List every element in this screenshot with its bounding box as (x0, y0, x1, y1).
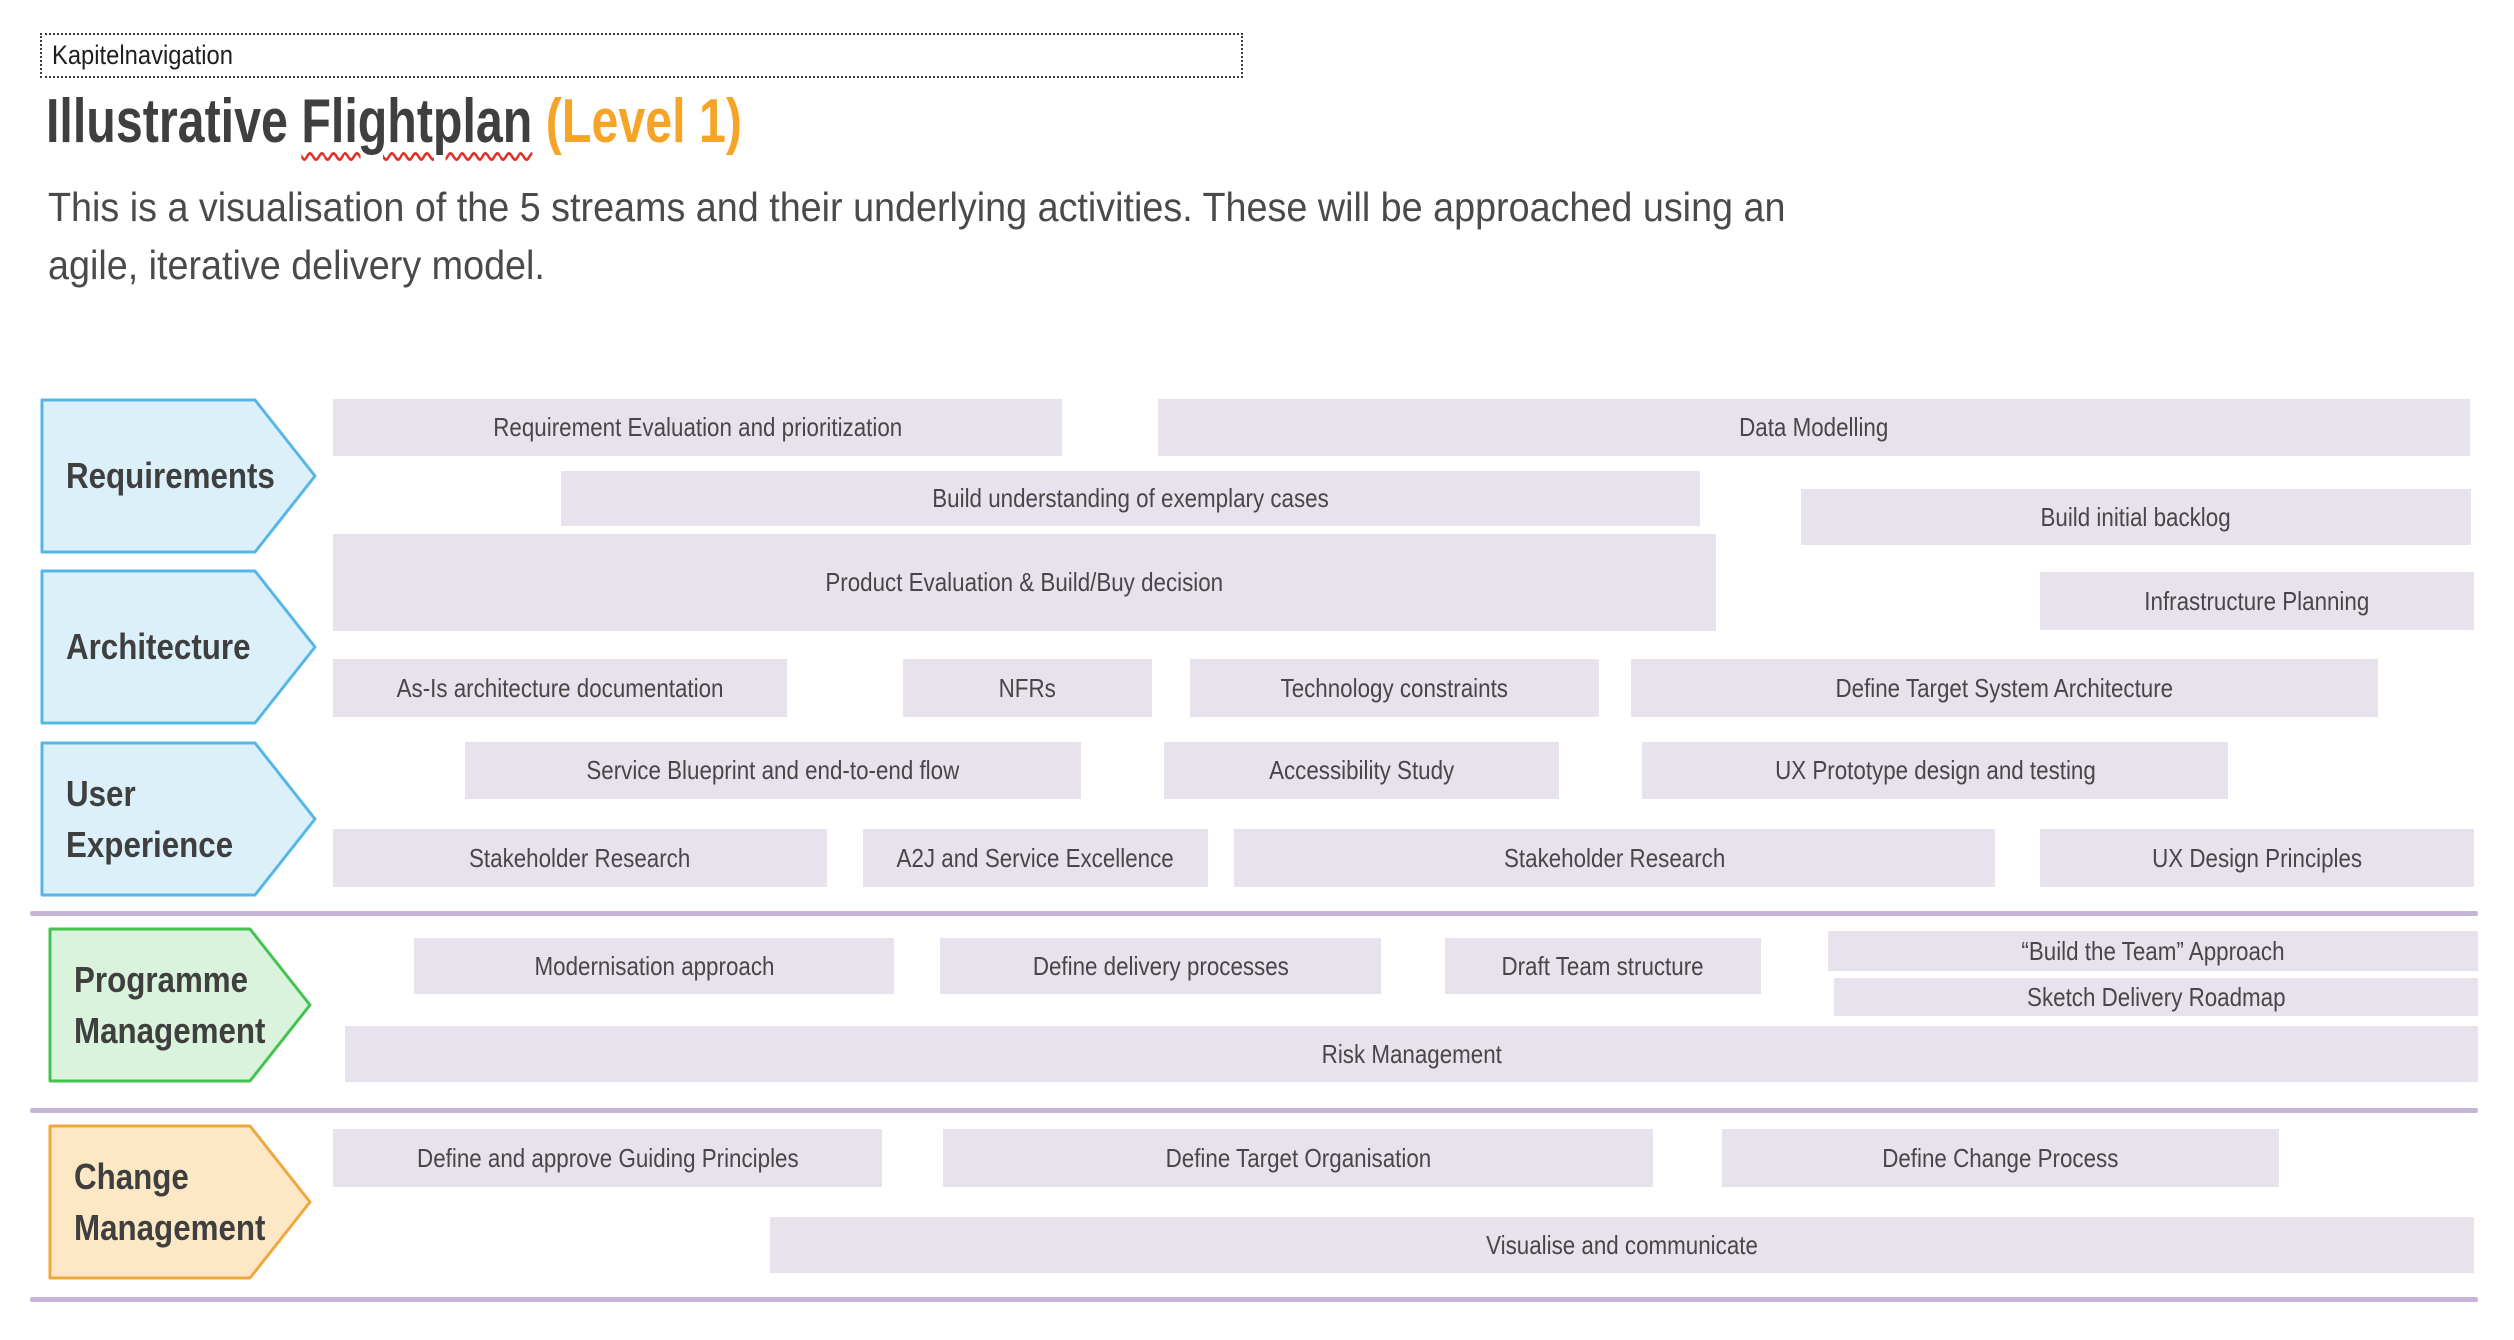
activity-label: Infrastructure Planning (2144, 585, 2370, 616)
activity-label: “Build the Team” Approach (2021, 935, 2285, 966)
activity-bar-user-experience[interactable]: Stakeholder Research (333, 829, 827, 887)
activity-label: Service Blueprint and end-to-end flow (586, 755, 960, 785)
activity-bar-change-management[interactable]: Define Change Process (1722, 1129, 2279, 1187)
activity-bar-programme-management[interactable]: Define delivery processes (940, 938, 1381, 994)
activity-bar-requirements[interactable]: Build understanding of exemplary cases (561, 471, 1700, 526)
activity-bar-user-experience[interactable]: Accessibility Study (1164, 742, 1559, 799)
stream-label-line: Change (74, 1155, 189, 1197)
activity-label: Draft Team structure (1501, 950, 1705, 981)
title-prefix: Illustrative (46, 87, 288, 156)
chevron-arrow-shape (40, 569, 317, 725)
stream-label-line: User (66, 772, 136, 814)
activity-bar-change-management[interactable]: Define and approve Guiding Principles (333, 1129, 882, 1187)
activity-label: Sketch Delivery Roadmap (2026, 981, 2286, 1012)
activity-bar-change-management[interactable]: Visualise and communicate (770, 1217, 2474, 1273)
activity-label: Risk Management (1321, 1038, 1502, 1069)
activity-bar-architecture[interactable]: NFRs (903, 659, 1152, 717)
activity-label: Build understanding of exemplary cases (932, 483, 1329, 513)
activity-label: UX Design Principles (2151, 842, 2363, 873)
stream-label-architecture: Architecture (66, 569, 278, 725)
activity-bar-programme-management[interactable]: Risk Management (345, 1026, 2478, 1082)
title-space (288, 87, 301, 156)
activity-bar-user-experience[interactable]: Service Blueprint and end-to-end flow (465, 742, 1081, 799)
activity-label: Stakeholder Research (469, 842, 691, 873)
chevron-arrow-shape (48, 1124, 312, 1280)
subtitle-line-1: This is a visualisation of the 5 streams… (48, 184, 1786, 230)
stream-label-line: Experience (66, 824, 234, 865)
stream-chevron-architecture[interactable]: Architecture (40, 569, 317, 725)
activity-label: Define Change Process (1882, 1142, 2119, 1173)
activity-label: Data Modelling (1739, 412, 1889, 442)
activity-bar-programme-management[interactable]: Draft Team structure (1445, 938, 1761, 994)
stream-label-line: Programme (74, 958, 249, 1000)
page-title: Illustrative Flightplan (Level 1) (46, 87, 743, 156)
activity-label: NFRs (998, 672, 1057, 703)
chapter-navigation-label: Kapitelnavigation (52, 40, 233, 70)
activity-label: Stakeholder Research (1503, 842, 1726, 873)
activity-bar-architecture[interactable]: Technology constraints (1190, 659, 1599, 717)
stream-divider-line (30, 1108, 2478, 1113)
stream-label-line: Management (74, 1207, 266, 1248)
activity-label: A2J and Service Excellence (896, 842, 1175, 873)
activity-bar-user-experience[interactable]: UX Design Principles (2040, 829, 2474, 887)
activity-bar-requirements[interactable]: Build initial backlog (1801, 489, 2471, 545)
title-misspelled-word: Flightplan (301, 87, 533, 156)
stream-divider-line (30, 911, 2478, 916)
activity-label: Modernisation approach (534, 950, 774, 981)
chevron-arrow-shape (40, 741, 317, 897)
title-level-suffix: (Level 1) (545, 87, 743, 156)
activity-label: Define Target Organisation (1165, 1142, 1431, 1173)
subtitle: This is a visualisation of the 5 streams… (48, 178, 1937, 294)
activity-bar-programme-management[interactable]: Modernisation approach (414, 938, 894, 994)
stream-chevron-requirements[interactable]: Requirements (40, 398, 317, 554)
activity-label: Product Evaluation & Build/Buy decision (825, 567, 1224, 597)
activity-bar-architecture[interactable]: Product Evaluation & Build/Buy decision (333, 534, 1716, 631)
activity-label: Accessibility Study (1268, 755, 1455, 785)
activity-label: Define and approve Guiding Principles (416, 1142, 799, 1173)
activity-bar-architecture[interactable]: Infrastructure Planning (2040, 572, 2474, 630)
title-space2 (532, 87, 545, 156)
chevron-arrow-shape (40, 398, 317, 554)
activity-label: As-Is architecture documentation (396, 672, 724, 703)
activity-label: UX Prototype design and testing (1774, 755, 2096, 785)
activity-bar-requirements[interactable]: Data Modelling (1158, 399, 2470, 456)
subtitle-line-2: agile, iterative delivery model. (48, 242, 545, 289)
activity-bar-requirements[interactable]: Requirement Evaluation and prioritizatio… (333, 399, 1062, 456)
stream-label-line: Architecture (66, 626, 251, 668)
activity-label: Define delivery processes (1032, 950, 1289, 981)
activity-bar-user-experience[interactable]: Stakeholder Research (1234, 829, 1995, 887)
activity-label: Visualise and communicate (1486, 1229, 1758, 1260)
activity-bar-user-experience[interactable]: A2J and Service Excellence (863, 829, 1208, 887)
activity-label: Build initial backlog (2040, 501, 2232, 532)
activity-bar-programme-management[interactable]: “Build the Team” Approach (1828, 931, 2478, 971)
stream-label-requirements: Requirements (66, 398, 306, 554)
activity-bar-user-experience[interactable]: UX Prototype design and testing (1642, 742, 2228, 799)
chapter-navigation-placeholder[interactable]: Kapitelnavigation (40, 33, 1243, 78)
activity-label: Requirement Evaluation and prioritizatio… (493, 412, 902, 442)
stream-label-line: Management (74, 1010, 266, 1051)
activity-label: Technology constraints (1280, 672, 1509, 703)
chevron-arrow-shape (48, 927, 312, 1083)
stream-label-line: Requirements (66, 455, 275, 497)
activity-bar-programme-management[interactable]: Sketch Delivery Roadmap (1834, 978, 2478, 1016)
stream-divider-line (30, 1297, 2478, 1302)
activity-bar-architecture[interactable]: As-Is architecture documentation (333, 659, 787, 717)
activity-bar-change-management[interactable]: Define Target Organisation (943, 1129, 1653, 1187)
activity-bar-architecture[interactable]: Define Target System Architecture (1631, 659, 2378, 717)
activity-label: Define Target System Architecture (1835, 672, 2174, 703)
